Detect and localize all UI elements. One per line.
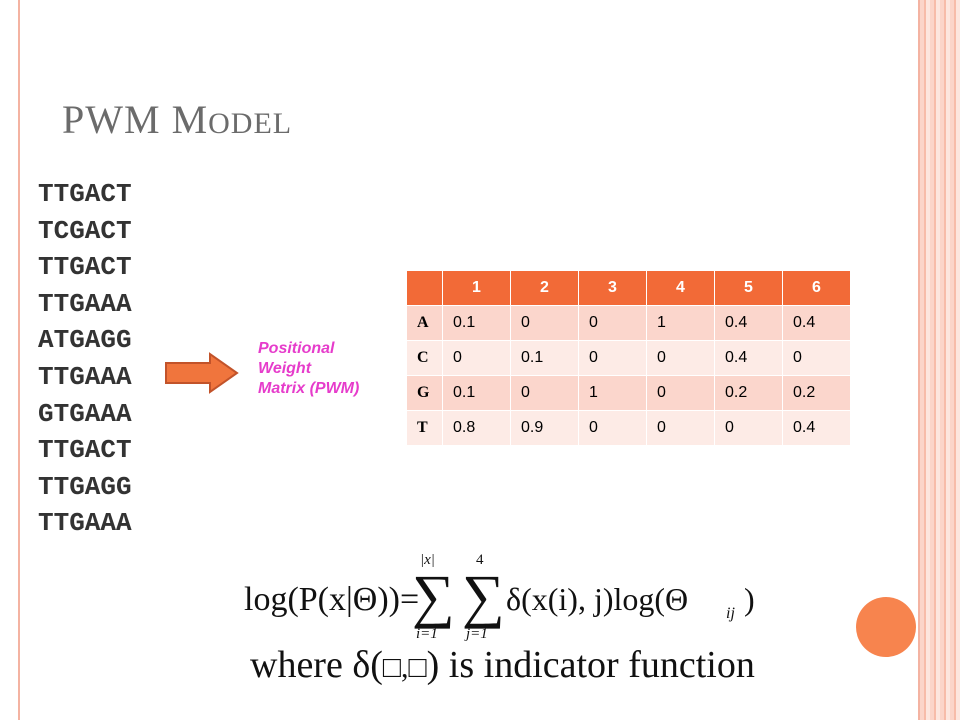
table-header-cell [406, 270, 443, 306]
table-cell: 0.1 [442, 375, 511, 411]
pwm-label-line: Positional [258, 340, 335, 357]
pwm-label: Positional Weight Matrix (PWM) [258, 339, 388, 399]
table-cell: 0.4 [714, 340, 783, 376]
formula-lhs: log(P(x|Θ))= [244, 581, 419, 618]
sequence-item: TCGACT [38, 215, 132, 246]
sequence-item: TTGACT [38, 435, 132, 466]
sum2-upper: 4 [476, 552, 484, 568]
sequence-item: TTGACT [38, 252, 132, 283]
table-cell: 0 [782, 340, 851, 376]
table-cell: 0.9 [510, 410, 579, 446]
row-header: C [406, 340, 443, 376]
table-header-cell: 1 [442, 270, 511, 306]
where-box: □,□ [382, 651, 427, 684]
sequence-item: ATGAGG [38, 325, 132, 356]
table-cell: 0.4 [782, 305, 851, 341]
row-header: A [406, 305, 443, 341]
title-part-2: ODEL [208, 107, 293, 140]
pwm-table: 1 2 3 4 5 6 A 0.1 0 0 1 0.4 0.4 C 0 0.1 … [406, 270, 851, 446]
table-cell: 0.1 [442, 305, 511, 341]
sequence-item: TTGACT [38, 179, 132, 209]
sequence-item: GTGAAA [38, 398, 132, 429]
table-row: C 0 0.1 0 0 0.4 0 [406, 340, 851, 376]
sum1-lower: i=1 [416, 626, 438, 642]
table-cell: 0 [578, 410, 647, 446]
sequence-item: TTGAAA [38, 288, 132, 319]
table-header-cell: 5 [714, 270, 783, 306]
table-row: T 0.8 0.9 0 0 0 0.4 [406, 410, 851, 446]
formula-close: ) [744, 581, 755, 617]
sum2-lower: j=1 [464, 626, 488, 642]
table-row: G 0.1 0 1 0 0.2 0.2 [406, 375, 851, 411]
indicator-note: where δ(□,□) is indicator function [250, 643, 755, 687]
table-cell: 0 [578, 305, 647, 341]
table-cell: 0.4 [782, 410, 851, 446]
table-cell: 0 [442, 340, 511, 376]
table-cell: 0 [714, 410, 783, 446]
row-header: T [406, 410, 443, 446]
table-header-cell: 4 [646, 270, 715, 306]
table-cell: 0.2 [782, 375, 851, 411]
table-cell: 0 [510, 305, 579, 341]
sequence-item: TTGAAA [38, 508, 132, 539]
table-cell: 0.8 [442, 410, 511, 446]
pwm-label-line: Matrix (PWM) [258, 380, 360, 397]
table-header-cell: 3 [578, 270, 647, 306]
where-prefix: where δ( [250, 644, 383, 686]
table-cell: 0 [646, 340, 715, 376]
table-header-cell: 2 [510, 270, 579, 306]
table-cell: 0 [578, 340, 647, 376]
table-cell: 0 [510, 375, 579, 411]
table-header-row: 1 2 3 4 5 6 [406, 270, 851, 306]
table-cell: 0 [646, 410, 715, 446]
pwm-label-line: Weight [258, 360, 312, 377]
slide-frame [18, 0, 920, 720]
table-cell: 0.2 [714, 375, 783, 411]
table-header-cell: 6 [782, 270, 851, 306]
decorative-circle [856, 597, 916, 657]
table-cell: 1 [646, 305, 715, 341]
table-cell: 0.1 [510, 340, 579, 376]
formula-subscript: ij [726, 605, 735, 622]
formula-term: δ(x(i), j)log(Θ [506, 581, 688, 617]
sum1-sigma: ∑ [412, 563, 455, 629]
title-part-1: PWM M [62, 97, 209, 142]
table-row: A 0.1 0 0 1 0.4 0.4 [406, 305, 851, 341]
table-cell: 1 [578, 375, 647, 411]
sequence-item: TTGAAA [38, 361, 132, 392]
sequence-item: TTGAGG [38, 471, 132, 502]
sum2-sigma: ∑ [462, 563, 505, 629]
sequence-list: TTGACT TCGACT TTGACT TTGAAA ATGAGG TTGAA… [38, 176, 132, 542]
slide-title: PWM MODEL [62, 96, 292, 143]
log-likelihood-formula: log(P(x|Θ))= |x| ∑ i=1 4 ∑ j=1 δ(x(i), j… [244, 552, 755, 642]
sum1-upper: |x| [420, 552, 435, 568]
where-suffix: ) is indicator function [426, 644, 755, 686]
row-header: G [406, 375, 443, 411]
right-arrow-icon [165, 352, 239, 394]
table-cell: 0 [646, 375, 715, 411]
table-cell: 0.4 [714, 305, 783, 341]
decorative-stripes [920, 0, 960, 720]
